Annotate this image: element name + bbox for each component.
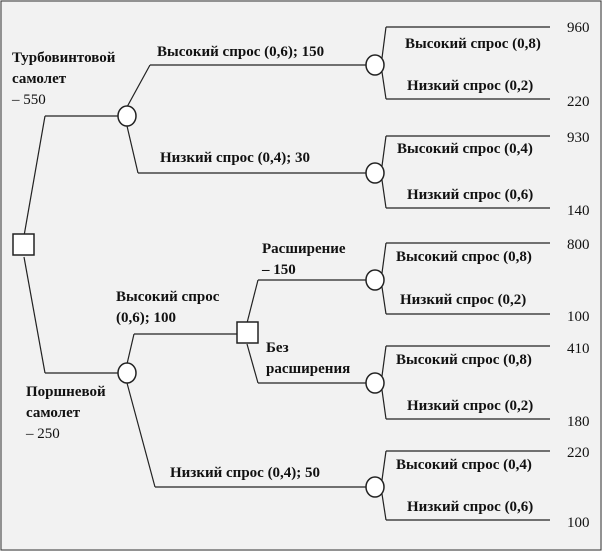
chance-node-4 bbox=[365, 372, 385, 394]
branch-b-low-label: Низкий спрос (0,4); 50 bbox=[170, 465, 320, 481]
branch-expand-line1: Расширение bbox=[262, 241, 346, 257]
outcome-4-top-value: 410 bbox=[567, 341, 590, 357]
outcome-5-bottom-label: Низкий спрос (0,6) bbox=[407, 499, 533, 515]
fan1-top-diag bbox=[381, 26, 387, 59]
branch-noexpand-line2: расширения bbox=[266, 361, 350, 377]
outcome-4-bottom-label: Низкий спрос (0,2) bbox=[407, 398, 533, 414]
fan4-top-diag bbox=[381, 345, 387, 377]
option-turboprop-line2: самолет bbox=[12, 71, 67, 87]
outcome-5-top-label: Высокий спрос (0,4) bbox=[396, 457, 532, 473]
outcome-2-bottom-label: Низкий спрос (0,6) bbox=[407, 187, 533, 203]
outcome-2-top-label: Высокий спрос (0,4) bbox=[397, 141, 533, 157]
outcome-5-bottom-value: 100 bbox=[567, 515, 590, 531]
branch-b-high-line1: Высокий спрос bbox=[116, 289, 220, 305]
edge-expand-diag bbox=[246, 279, 259, 324]
outcome-5-top-value: 220 bbox=[567, 445, 590, 461]
chance-node-5 bbox=[365, 476, 385, 498]
chance-node-1 bbox=[365, 54, 385, 76]
fan4-bot-diag bbox=[381, 389, 387, 420]
branch-b-high-line2: (0,6); 100 bbox=[116, 310, 176, 326]
edge-b-low-diag bbox=[126, 382, 156, 488]
branch-a-low-label: Низкий спрос (0,4); 30 bbox=[160, 150, 310, 166]
chance-node-turboprop bbox=[117, 105, 137, 127]
outcome-2-top-value: 930 bbox=[567, 130, 590, 146]
option-piston-line2: самолет bbox=[26, 405, 81, 421]
outcome-1-top-value: 960 bbox=[567, 20, 590, 36]
option-turboprop-line1: Турбовинтовой bbox=[12, 50, 116, 66]
edge-a-low-diag bbox=[126, 125, 139, 174]
outcome-2-bottom-value: 140 bbox=[567, 203, 590, 219]
option-piston-line1: Поршневой bbox=[26, 384, 106, 400]
outcome-3-bottom-label: Низкий спрос (0,2) bbox=[400, 292, 526, 308]
fan2-bot-diag bbox=[381, 179, 387, 209]
fan5-top-diag bbox=[381, 450, 387, 481]
chance-node-3 bbox=[365, 269, 385, 291]
fan3-top-diag bbox=[381, 242, 387, 274]
branch-noexpand-line1: Без bbox=[266, 340, 289, 356]
outcome-1-bottom-label: Низкий спрос (0,2) bbox=[407, 78, 533, 94]
outcome-1-bottom-value: 220 bbox=[567, 94, 590, 110]
option-piston-cost: – 250 bbox=[25, 426, 60, 442]
branch-a-high-label: Высокий спрос (0,6); 150 bbox=[157, 44, 324, 60]
outcome-3-top-label: Высокий спрос (0,8) bbox=[396, 249, 532, 265]
edge-root-up bbox=[23, 115, 46, 237]
outcome-3-bottom-value: 100 bbox=[567, 309, 590, 325]
chance-node-2 bbox=[365, 162, 385, 184]
fan3-bot-diag bbox=[381, 286, 387, 315]
decision-node-root bbox=[12, 233, 35, 256]
branch-expand-cost: – 150 bbox=[261, 262, 296, 278]
fan2-top-diag bbox=[381, 135, 387, 167]
edge-a-high-diag bbox=[126, 64, 151, 108]
outcome-4-top-label: Высокий спрос (0,8) bbox=[396, 352, 532, 368]
edge-noexpand-diag bbox=[246, 343, 259, 384]
outcome-3-top-value: 800 bbox=[567, 237, 590, 253]
edge-b-high-diag bbox=[126, 333, 135, 365]
outcome-1-top-label: Высокий спрос (0,8) bbox=[405, 36, 541, 52]
fan1-bot-diag bbox=[381, 71, 387, 100]
outcome-4-bottom-value: 180 bbox=[567, 414, 590, 430]
decision-node-expansion bbox=[236, 321, 259, 344]
option-turboprop-cost: – 550 bbox=[11, 92, 46, 108]
chance-node-piston bbox=[117, 362, 137, 384]
edge-root-down bbox=[23, 256, 46, 374]
fan5-bot-diag bbox=[381, 493, 387, 521]
